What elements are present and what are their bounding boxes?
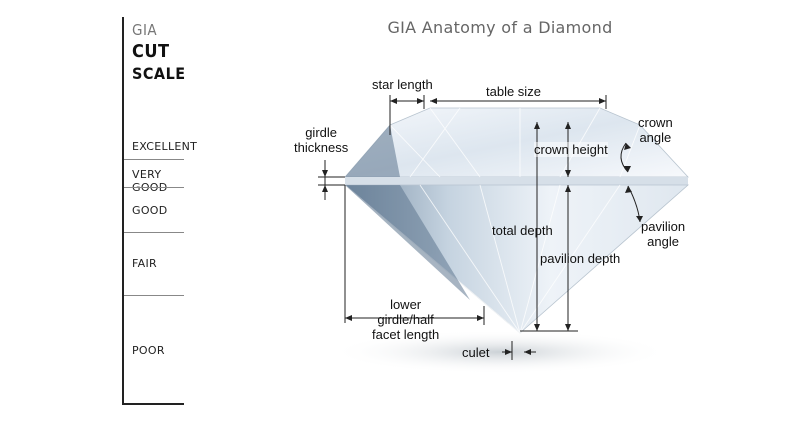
- scale-title-cut: CUT: [132, 41, 170, 62]
- scale-title-gia: GIA: [132, 21, 158, 39]
- grade-divider: [124, 159, 184, 160]
- grade-excellent: EXCELLENT: [132, 140, 198, 153]
- diagram-title: GIA Anatomy of a Diamond: [387, 18, 613, 37]
- label-culet: culet: [462, 345, 490, 360]
- grade-good: GOOD: [132, 204, 168, 217]
- label-table-size: table size: [486, 84, 541, 99]
- scale-heading: GIA CUT SCALE: [132, 19, 186, 85]
- diamond-dark-facets: [345, 125, 470, 300]
- arrow-heads: [322, 98, 643, 355]
- cut-scale: GIA CUT SCALE EXCELLENT VERY GOOD GOOD F…: [122, 17, 197, 405]
- grade-divider: [124, 232, 184, 233]
- scale-bottom-rule: [124, 403, 184, 405]
- scale-title-scale: SCALE: [132, 64, 186, 83]
- label-crown-angle: crown angle: [638, 115, 673, 145]
- grade-fair: FAIR: [132, 257, 157, 270]
- label-girdle-thickness: girdle thickness: [294, 125, 349, 155]
- label-pavilion-angle: pavilion angle: [641, 219, 686, 249]
- diamond-shadow: [330, 330, 670, 374]
- grade-poor: POOR: [132, 344, 165, 357]
- diamond-girdle: [345, 177, 688, 185]
- label-crown-height: crown height: [534, 142, 608, 157]
- grade-divider: [124, 295, 184, 296]
- label-lower-girdle-half-facet-length: lower girdle/half facet length: [372, 297, 440, 342]
- diamond-facets: [344, 107, 641, 334]
- label-total-depth: total depth: [492, 223, 553, 238]
- label-star-length: star length: [372, 77, 433, 92]
- label-pavilion-depth: pavilion depth: [540, 251, 621, 266]
- grade-divider: [124, 187, 184, 188]
